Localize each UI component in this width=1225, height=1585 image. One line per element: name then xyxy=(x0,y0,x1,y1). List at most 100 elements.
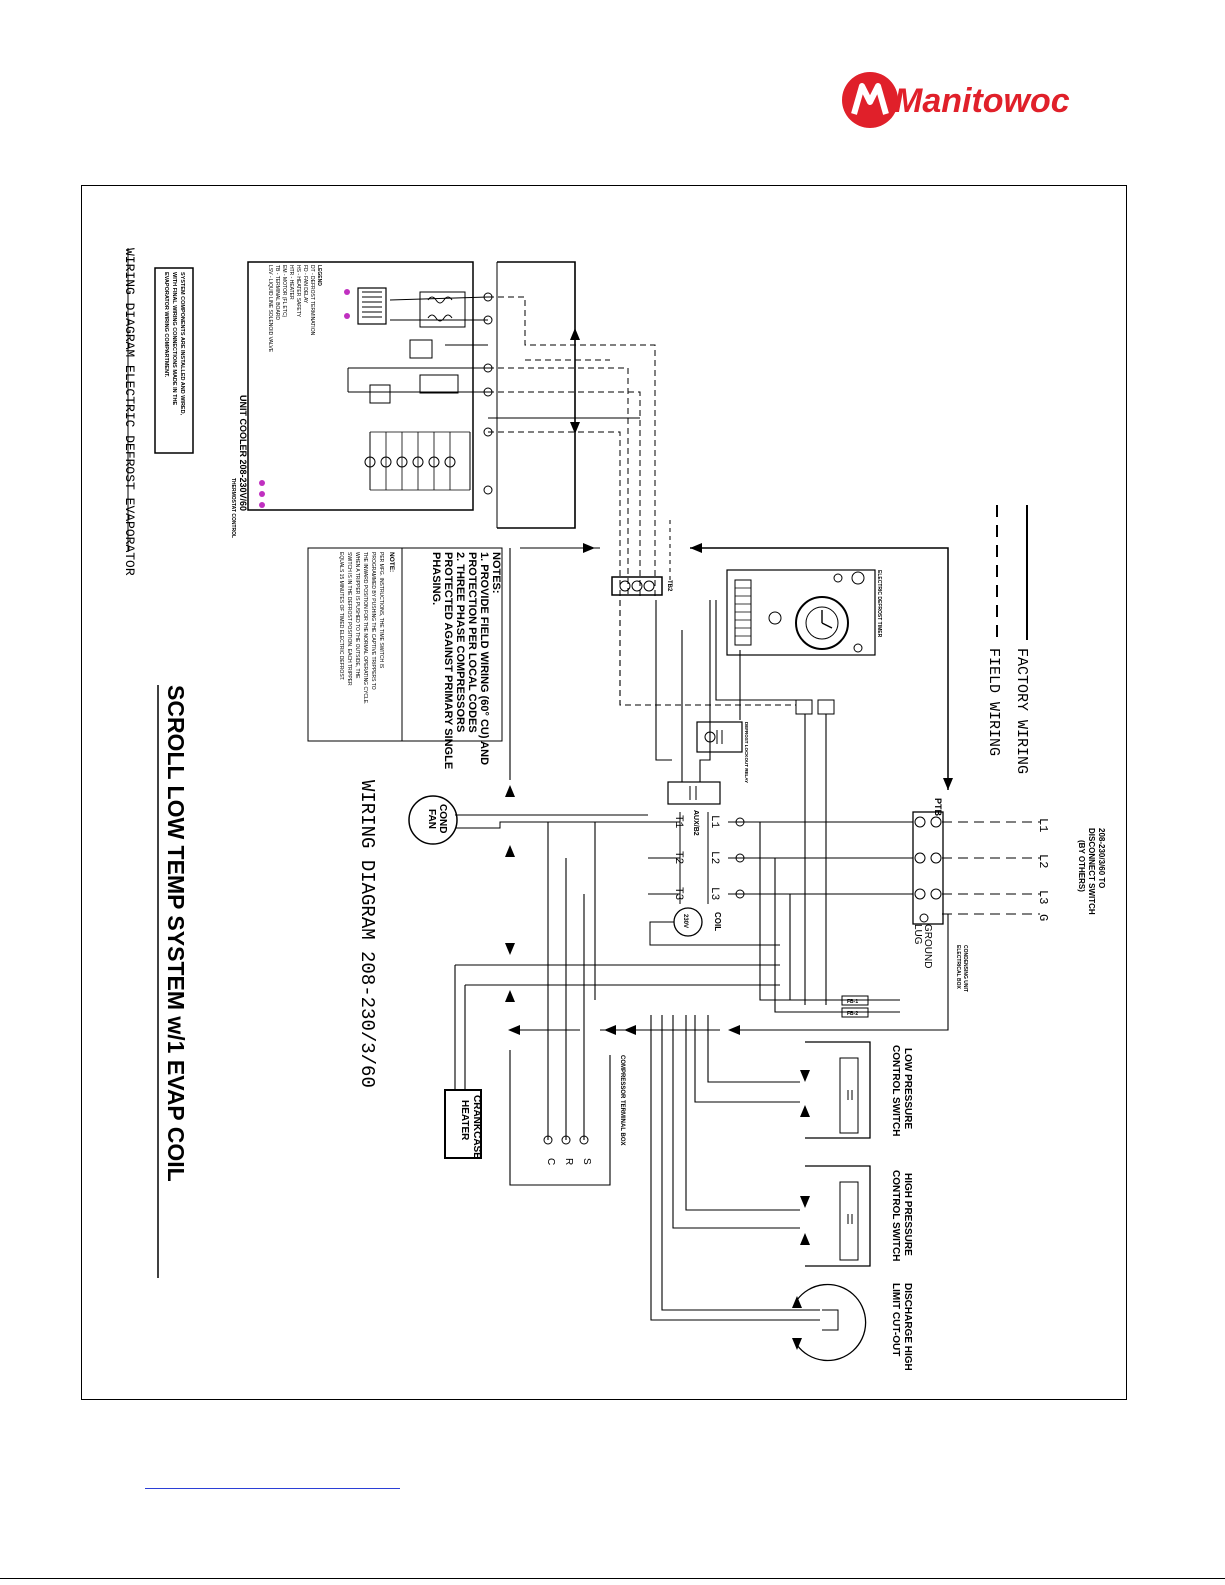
fb2-label: FB-2 xyxy=(847,1011,858,1017)
defrost-lockout-relay: DEFROST LOCKOUT RELAY xyxy=(696,721,749,783)
condensing-box-line: CONDENSING UNIT xyxy=(962,945,968,992)
low-pressure-line: LOW PRESSURE xyxy=(902,1048,913,1129)
coil-label: COIL xyxy=(713,912,722,931)
contactor-t1: T1 xyxy=(672,815,684,829)
evaporator-section: UNIT COOLER 208-230V/60 LEGEND DT - DEFR… xyxy=(122,248,493,576)
contactor-l1: L1 xyxy=(708,815,720,829)
contactor-l2: L2 xyxy=(708,851,720,864)
condensing-box-line: ELECTRICAL BOX xyxy=(955,945,961,989)
discharge-limit-cutout: DISCHARGE HIGH LIMIT CUT-OUT xyxy=(792,1283,913,1371)
coil-voltage: 230V xyxy=(682,914,688,928)
thermostat-label: THERMOSTAT CONTROL xyxy=(230,478,236,538)
compressor-terminal-box: S R C COMPRESSOR TERMINAL BOX xyxy=(543,1055,625,1165)
defrost-timer-label: ELECTRIC DEFROST TIMER xyxy=(876,570,882,638)
field-note-line: SYSTEM COMPONENTS ARE INSTALLED AND WIRE… xyxy=(179,272,185,416)
evaporator-diagram-title: WIRING DIAGRAM ELECTRIC DEFROST EVAPORAT… xyxy=(122,248,137,576)
condenser-fan: COND FAN xyxy=(408,795,648,845)
field-note-line: WITH FINAL WIRING CONNECTIONS MADE IN TH… xyxy=(171,272,177,405)
compressor-box-label: COMPRESSOR TERMINAL BOX xyxy=(619,1055,625,1146)
evaporator-legend: LEGEND DT - DEFROST TERMINATION FD - FAN… xyxy=(267,265,322,353)
wiring-diagram-title: WIRING DIAGRAM 208-230/3/60 xyxy=(356,780,378,1088)
aux-contactor: AUX/B2 xyxy=(667,781,721,836)
tb2-terminal-block: TB2 xyxy=(611,576,672,596)
note-line: 1. PROVIDE FIELD WIRING (60° CU) AND xyxy=(478,552,490,765)
legend-item: HS - HEATER SAFETY xyxy=(295,265,301,318)
timer-note-line: EQUALS 15 MINUTES OF TIMED ELECTRIC DEFR… xyxy=(338,552,344,681)
field-note-line: EVAPORATOR WIRING COMPARTMENT. xyxy=(163,272,169,378)
cond-fan-line: COND xyxy=(437,804,448,833)
diagram-frame xyxy=(81,185,1127,1400)
terminal-r: R xyxy=(563,1158,574,1165)
crankcase-heater: CRANKCASE HEATER xyxy=(444,1089,482,1159)
disconnect-line: (BY OTHERS) xyxy=(1077,840,1086,892)
terminal xyxy=(344,313,350,319)
high-pressure-line: HIGH PRESSURE xyxy=(902,1173,913,1256)
note-line: PROTECTED AGAINST PRIMARY SINGLE xyxy=(442,552,454,769)
timer-note-line: PER MFG. INSTRUCTIONS, THE TIME SWITCH I… xyxy=(378,552,384,669)
timer-note-line: WHEN A TRIPPER IS PUSHED TO THE OUTSIDE,… xyxy=(354,552,360,679)
ground-lug-line: GROUND xyxy=(922,924,933,968)
notes-section: NOTES: 1. PROVIDE FIELD WIRING (60° CU) … xyxy=(307,547,503,769)
mid-wiring xyxy=(454,822,949,1321)
timer-note-line: PROGRAMMED BY PUSHING THE CAPTIVE TRIPPE… xyxy=(370,552,376,690)
manitowoc-logo: Manitowoc xyxy=(842,72,1070,128)
timer-note-heading: NOTE: xyxy=(388,552,395,572)
relay-box xyxy=(419,374,459,394)
low-pressure-line: CONTROL SWITCH xyxy=(890,1045,901,1136)
main-wiring xyxy=(509,547,949,1005)
note-line: 2. THREE PHASE COMPRESSORS xyxy=(454,552,466,732)
terminal-s: S xyxy=(581,1158,592,1165)
note-line: PHASING. xyxy=(430,552,442,605)
high-pressure-line: CONTROL SWITCH xyxy=(890,1170,901,1261)
legend-item: TB - TERMINAL BOARD xyxy=(274,265,280,320)
crankcase-line: HEATER xyxy=(459,1100,470,1141)
discharge-line: LIMIT CUT-OUT xyxy=(890,1283,901,1356)
legend-item: EM - MOTOR (FL ETC) xyxy=(281,265,287,318)
fuse-blocks: FB-1 FB-2 xyxy=(841,995,869,1018)
terminal xyxy=(344,289,350,295)
legend-heading: LEGEND xyxy=(316,265,322,286)
fb1-label: FB-1 xyxy=(847,999,858,1005)
aux-label: AUX/B2 xyxy=(692,810,699,836)
contactor-coil: 230V COIL xyxy=(649,907,780,946)
wiring-legend: FACTORY WIRING FIELD WIRING xyxy=(985,505,1030,774)
electric-defrost-timer: ELECTRIC DEFROST TIMER xyxy=(726,569,882,656)
evaporator-fan-motors xyxy=(364,431,471,491)
logo-text: Manitowoc xyxy=(894,82,1070,120)
ptb-label: PTB xyxy=(933,798,943,817)
footer-link-underline[interactable] xyxy=(145,1488,400,1489)
relay-box xyxy=(409,339,433,359)
discharge-line: DISCHARGE HIGH xyxy=(902,1283,913,1371)
factory-wiring-label: FACTORY WIRING xyxy=(1013,648,1030,774)
field-wiring-label: FIELD WIRING xyxy=(985,648,1002,756)
line-g: G xyxy=(1036,914,1050,921)
timer-note-line: THE INWARD POSITION FOR THE NORMAL OPERA… xyxy=(362,552,368,705)
relay-box xyxy=(369,384,391,404)
note-line: PROTECTION PER LOCAL CODES xyxy=(466,552,478,733)
field-note-box xyxy=(154,267,194,454)
line-l3: L3 xyxy=(1036,890,1050,904)
lsv-coil xyxy=(357,287,387,325)
evaporator-terminal-strip xyxy=(483,292,493,495)
cond-fan-line: FAN xyxy=(426,809,437,829)
high-pressure-switch: HIGH PRESSURE CONTROL SWITCH xyxy=(800,1165,913,1267)
main-contactor: L1 L2 L3 T1 T2 T3 xyxy=(648,812,913,904)
heater-block xyxy=(419,291,466,328)
legend-item: HTR - HEATER xyxy=(288,265,294,300)
power-terminal-block: PTB L1 L2 L3 G 208-230/3/60 TO DISCONNEC… xyxy=(912,798,1106,992)
notes-heading: NOTES: xyxy=(490,552,502,594)
timer-note-line: SWITCH IS IN THE DEFROST POSITION. EACH … xyxy=(346,552,352,686)
low-pressure-switch: LOW PRESSURE CONTROL SWITCH xyxy=(800,1041,913,1139)
tb2-label: TB2 xyxy=(666,580,672,592)
disconnect-line: 208-230/3/60 TO xyxy=(1097,828,1106,888)
legend-item: FD - FAN DELAY xyxy=(302,265,308,304)
terminal-c: C xyxy=(545,1158,556,1165)
main-title: SCROLL LOW TEMP SYSTEM w/1 EVAP COIL xyxy=(163,685,189,1182)
unit-cooler-label: UNIT COOLER 208-230V/60 xyxy=(238,395,248,511)
contactor-t2: T2 xyxy=(672,851,684,864)
legend-item: DT - DEFROST TERMINATION xyxy=(309,265,315,336)
ground-lug-line: LUG xyxy=(912,924,923,945)
contactor-t3: T3 xyxy=(672,887,684,900)
contactor-l3: L3 xyxy=(708,887,720,900)
